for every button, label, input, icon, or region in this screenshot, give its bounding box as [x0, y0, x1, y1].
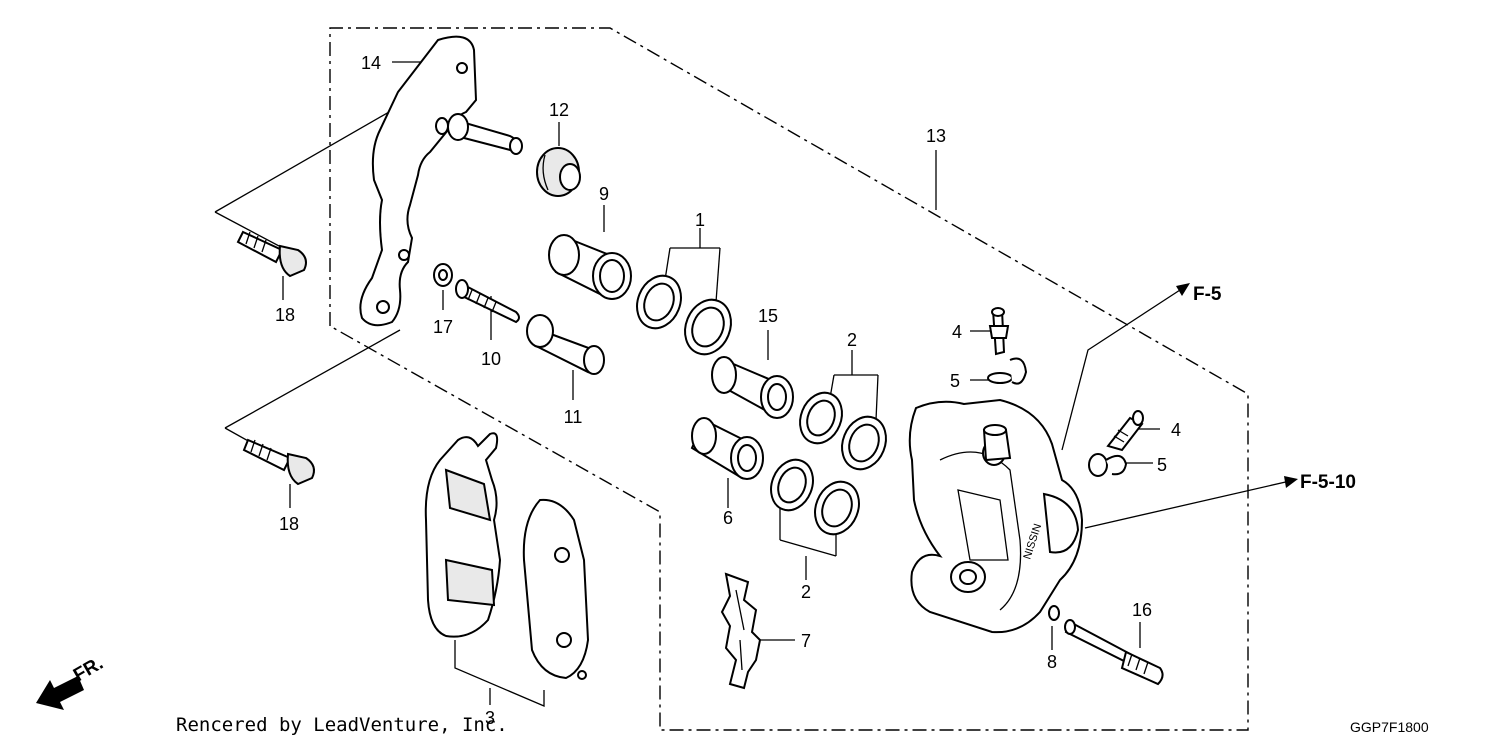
part-number-17: 17 [433, 317, 453, 337]
part-number-14: 14 [361, 53, 381, 73]
caliper-bracket [359, 35, 523, 327]
front-direction-arrow: FR. [36, 653, 107, 710]
bolt-18-upper [236, 230, 307, 278]
sleeve-9 [548, 234, 632, 300]
part-number-18-upper: 18 [275, 305, 295, 325]
sleeve-15 [711, 356, 794, 419]
part-number-12: 12 [549, 100, 569, 120]
part-number-6: 6 [723, 508, 733, 528]
diagram-code: GGP7F1800 [1350, 719, 1429, 735]
pin-boot [536, 147, 581, 197]
part-number-5-right: 5 [1157, 455, 1167, 475]
part-number-5-upper: 5 [950, 371, 960, 391]
part-number-2-upper: 2 [847, 330, 857, 350]
assembly-boundary [329, 27, 1249, 731]
leader-lines [214, 61, 1298, 707]
piston-seals-2 [770, 391, 887, 536]
part-number-3: 3 [485, 708, 495, 728]
part-number-9: 9 [599, 184, 609, 204]
reference-f5[interactable]: F-5 [1193, 284, 1222, 305]
bolt-18-lower [242, 438, 315, 486]
pin-bolt-10 [455, 279, 520, 324]
part-number-4-right: 4 [1171, 420, 1181, 440]
part-number-13: 13 [926, 126, 946, 146]
part-number-4-upper: 4 [952, 322, 962, 342]
bleeder-4-right [1106, 410, 1144, 452]
sleeve-6 [690, 417, 764, 480]
part-number-7: 7 [801, 631, 811, 651]
washer-8 [1048, 605, 1060, 621]
part-number-8: 8 [1047, 652, 1057, 672]
cross-references: F-5 F-5-10 [1193, 284, 1356, 493]
part-number-11: 11 [564, 407, 583, 427]
washer-17 [433, 263, 453, 287]
pin-bolt-11 [526, 314, 605, 375]
brake-pads-3 [424, 432, 590, 680]
piston-seals-1 [636, 274, 732, 356]
bleeder-cap-5-right [1088, 453, 1128, 477]
bleeder-cap-5-upper [987, 357, 1028, 385]
part-number-1: 1 [695, 210, 705, 230]
pad-spring-7 [720, 572, 762, 690]
caliper-body: NISSIN [908, 398, 1084, 634]
footer: Rencered by LeadVenture, Inc. GGP7F1800 [176, 714, 1429, 736]
reference-f5-10[interactable]: F-5-10 [1300, 472, 1356, 493]
bleeder-4-upper [988, 307, 1010, 356]
part-number-18-lower: 18 [279, 514, 299, 534]
part-number-2-lower: 2 [801, 582, 811, 602]
credit-text: Rencered by LeadVenture, Inc. [176, 714, 508, 736]
pin-16 [1064, 619, 1164, 686]
part-callouts: 1 2 2 3 4 4 5 5 6 7 8 9 10 11 12 13 14 1… [275, 53, 1181, 728]
part-number-16: 16 [1132, 600, 1152, 620]
part-number-10: 10 [481, 349, 501, 369]
part-number-15: 15 [758, 306, 778, 326]
